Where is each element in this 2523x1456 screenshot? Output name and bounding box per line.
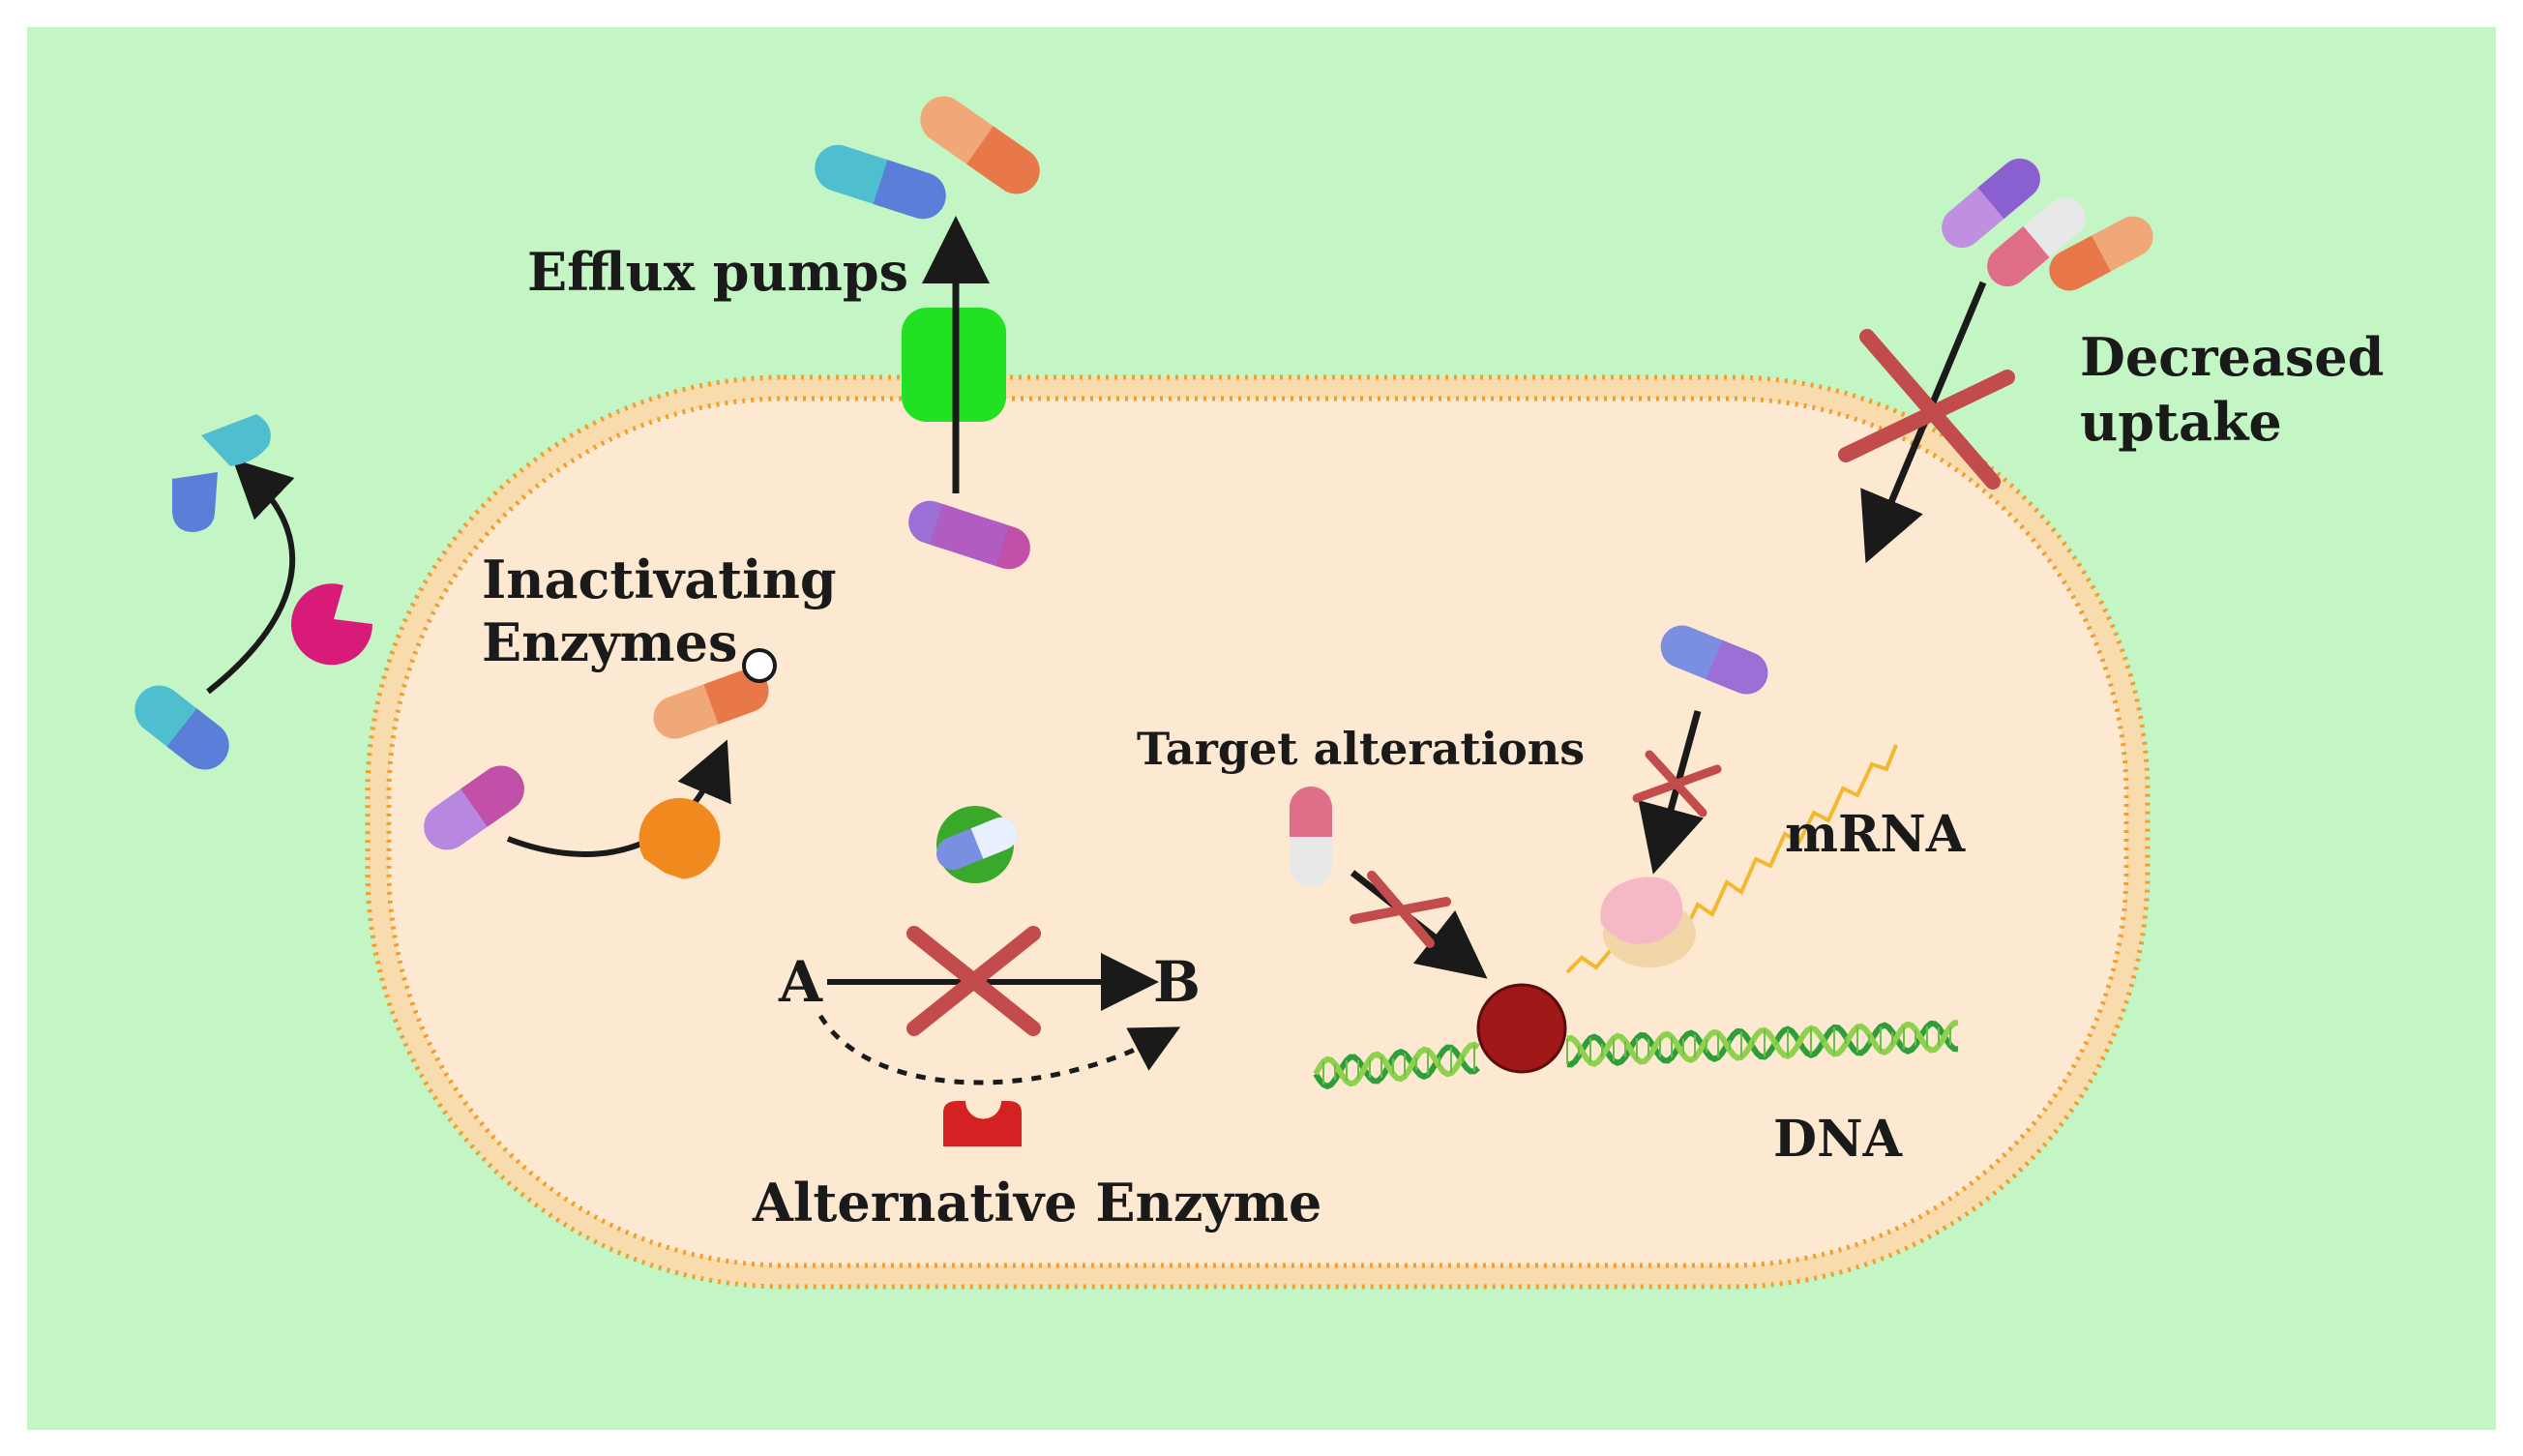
cross-icon bbox=[1838, 329, 2015, 490]
antibiotic-capsule-icon bbox=[815, 144, 946, 220]
cross-icon bbox=[906, 926, 1041, 1036]
efflux-label: Efflux pumps bbox=[527, 241, 908, 303]
node-b-label: B bbox=[1153, 949, 1201, 1015]
inactivating-label-line1: Inactivating bbox=[482, 549, 837, 610]
bypass-arrow bbox=[817, 1014, 1181, 1085]
dna-rungs bbox=[1322, 1026, 1951, 1085]
modifying-group-icon bbox=[742, 648, 777, 683]
cytoplasm bbox=[386, 396, 2129, 1268]
inactivating-group bbox=[424, 648, 777, 879]
inactivating-label-line2: Enzymes bbox=[482, 611, 737, 673]
antibiotic-capsule-icon bbox=[1290, 787, 1332, 887]
ribosome-center-icon bbox=[1476, 983, 1567, 1074]
dna-group bbox=[1313, 983, 1959, 1090]
alternative-pathway-group bbox=[817, 806, 1181, 1146]
mrna-ribosome-group bbox=[1565, 744, 1898, 974]
ribosome-icon bbox=[1600, 877, 1683, 944]
dna-label: DNA bbox=[1773, 1110, 1903, 1169]
antibiotic-capsule-icon bbox=[1987, 196, 2086, 287]
decreased-uptake-label-line2: uptake bbox=[2080, 391, 2282, 453]
antibiotic-capsule-icon bbox=[920, 96, 1040, 194]
decreased-uptake-group bbox=[1838, 158, 2153, 564]
cleavage-arrow bbox=[206, 459, 296, 695]
membrane-outer-dots bbox=[365, 374, 2151, 1290]
target-alterations-label: Target alterations bbox=[1137, 723, 1585, 775]
capsule-fragment-teal bbox=[201, 414, 271, 466]
efflux-pump-group bbox=[815, 96, 1040, 570]
mrna-label: mRNA bbox=[1785, 805, 1966, 864]
antibiotic-capsule-icon bbox=[1942, 158, 2040, 249]
decreased-uptake-label-line1: Decreased bbox=[2080, 326, 2384, 388]
antibiotic-capsule-icon bbox=[935, 817, 1019, 871]
alternative-enzyme-label: Alternative Enzyme bbox=[752, 1172, 1321, 1233]
target-alterations-group bbox=[1290, 625, 1768, 979]
antibiotic-capsule-icon bbox=[134, 685, 229, 770]
alternative-enzyme-icon bbox=[943, 1101, 1022, 1146]
antibiotic-capsule-icon bbox=[1660, 625, 1768, 695]
outside-degradation-group bbox=[134, 414, 373, 770]
capsule-fragment-blue bbox=[172, 472, 218, 532]
enzyme-pacman-icon bbox=[638, 797, 721, 879]
bacterial-cell bbox=[365, 374, 2151, 1290]
cross-icon bbox=[1632, 750, 1722, 817]
antibiotic-capsule-icon bbox=[2049, 216, 2153, 291]
enzyme-pacman-icon bbox=[291, 583, 373, 666]
node-a-label: A bbox=[778, 949, 823, 1015]
antibiotic-capsule-icon bbox=[424, 765, 524, 850]
antibiotic-capsule-icon bbox=[908, 500, 1030, 570]
ribosome-arrow bbox=[1638, 710, 1705, 875]
modification-arrow bbox=[506, 739, 731, 857]
cross-icon bbox=[1350, 871, 1451, 948]
